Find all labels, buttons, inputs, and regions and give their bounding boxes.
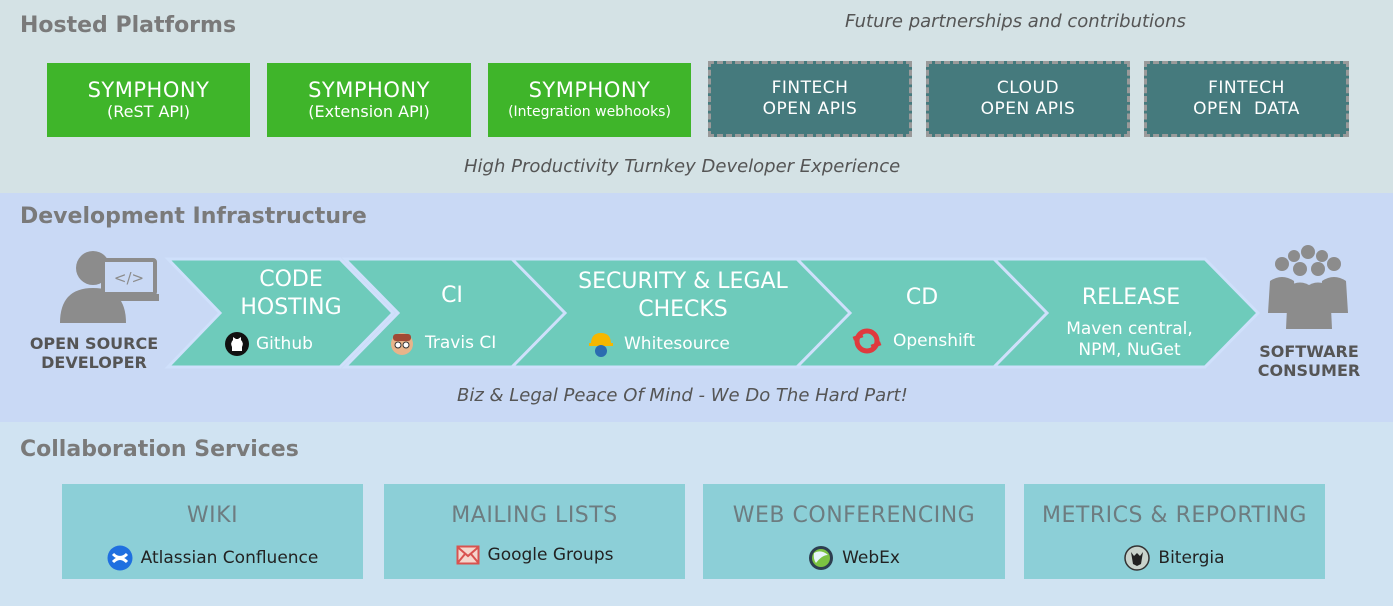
developer-label-line1: OPEN SOURCE: [29, 334, 159, 353]
travis-icon: [391, 333, 413, 355]
stage-title: CODE: [259, 267, 323, 292]
webex-icon: [809, 546, 834, 570]
metrics-reporting-card: METRICS & REPORTING Bitergia: [1024, 484, 1325, 579]
fintech-open-apis-box: FINTECH OPEN APIS: [708, 61, 912, 137]
box-line1: SYMPHONY: [528, 78, 651, 102]
open-source-developer-label: OPEN SOURCE DEVELOPER: [18, 334, 170, 372]
stage-tool-github: Github: [224, 331, 313, 357]
developer-icon: </>: [60, 251, 159, 323]
stage-ci: CI: [420, 282, 484, 310]
confluence-icon: [107, 545, 133, 571]
web-conferencing-card: WEB CONFERENCING WebEx: [703, 484, 1005, 579]
tool-label: Atlassian Confluence: [140, 548, 319, 568]
mail-icon: [456, 545, 480, 565]
box-line1: CLOUD: [996, 78, 1060, 98]
software-consumer-icon: [1268, 245, 1348, 329]
consumer-label-line2: CONSUMER: [1257, 361, 1361, 380]
hosted-platforms-title: Hosted Platforms: [20, 13, 237, 38]
symphony-extension-api-box: SYMPHONY (Extension API): [267, 63, 471, 137]
box-line1: SYMPHONY: [308, 78, 430, 102]
stage-cd: CD: [890, 284, 954, 312]
openshift-icon: [852, 328, 882, 354]
card-tool: WebEx: [703, 545, 1005, 571]
card-tool: Atlassian Confluence: [62, 545, 363, 571]
symphony-rest-api-box: SYMPHONY (ReST API): [47, 63, 250, 137]
tool-label: Github: [256, 334, 313, 354]
consumer-label-line1: SOFTWARE: [1259, 342, 1359, 361]
future-partnerships-note: Future partnerships and contributions: [845, 11, 1186, 32]
mailing-lists-card: MAILING LISTS Google Groups: [384, 484, 685, 579]
card-title: METRICS & REPORTING: [1042, 503, 1307, 528]
wiki-card: WIKI Atlassian Confluence: [62, 484, 363, 579]
stage-code-hosting: CODE HOSTING: [231, 266, 351, 322]
box-line2: OPEN APIS: [980, 99, 1076, 119]
box-line2: OPEN DATA: [1193, 99, 1300, 119]
tool-label: Openshift: [893, 331, 976, 351]
card-title: MAILING LISTS: [451, 503, 618, 528]
stage-title-2: HOSTING: [240, 295, 342, 320]
box-line2: OPEN APIS: [762, 99, 858, 119]
stage-security-legal: SECURITY & LEGAL CHECKS: [563, 268, 803, 324]
symphony-integration-webhooks-box: SYMPHONY (Integration webhooks): [488, 63, 691, 137]
developer-label-line2: DEVELOPER: [41, 353, 147, 372]
cloud-open-apis-box: CLOUD OPEN APIS: [926, 61, 1130, 137]
stage-tool-whitesource: Whitesource: [588, 330, 730, 358]
box-line1: FINTECH: [1208, 78, 1285, 98]
stage-title: CI: [441, 283, 463, 308]
release-target-line1: Maven central,: [1066, 319, 1193, 339]
release-target-line2: NPM, NuGet: [1078, 340, 1181, 360]
stage-tool-openshift: Openshift: [851, 326, 975, 356]
tool-label: Google Groups: [487, 545, 614, 565]
box-line2: (Extension API): [308, 102, 430, 121]
collaboration-services-title: Collaboration Services: [20, 437, 299, 462]
stage-tool-travis: Travis CI: [389, 330, 496, 356]
stage-title-2: CHECKS: [638, 297, 728, 322]
fintech-open-data-box: FINTECH OPEN DATA: [1144, 61, 1349, 137]
dev-tagline: Biz & Legal Peace Of Mind - We Do The Ha…: [457, 385, 908, 406]
card-title: WIKI: [186, 503, 239, 528]
chevron-release: [990, 257, 1261, 369]
hosted-tagline: High Productivity Turnkey Developer Expe…: [464, 156, 901, 177]
tool-label: Bitergia: [1158, 548, 1225, 568]
github-icon: [225, 332, 249, 356]
stage-title: SECURITY & LEGAL: [578, 269, 788, 294]
software-consumer-label: SOFTWARE CONSUMER: [1240, 342, 1378, 380]
box-line2: (ReST API): [106, 102, 191, 121]
chevron-code-hosting: [164, 257, 396, 369]
card-tool: Google Groups: [384, 545, 685, 565]
box-line1: SYMPHONY: [87, 78, 210, 102]
card-title: WEB CONFERENCING: [732, 503, 976, 528]
stage-title: CD: [905, 285, 939, 310]
tool-label: Whitesource: [624, 334, 730, 354]
stage-title: RELEASE: [1081, 285, 1181, 310]
svg-text:</>: </>: [114, 269, 144, 287]
stage-release: RELEASE: [1061, 284, 1201, 312]
stage-release-targets: Maven central, NPM, NuGet: [1057, 319, 1202, 361]
tool-label: Travis CI: [425, 333, 497, 353]
bitergia-icon: [1124, 545, 1151, 571]
box-line2: (Integration webhooks): [508, 104, 671, 120]
card-tool: Bitergia: [1024, 545, 1325, 571]
development-infrastructure-title: Development Infrastructure: [20, 204, 367, 229]
whitesource-icon: [589, 333, 613, 357]
box-line1: FINTECH: [771, 78, 849, 98]
tool-label: WebEx: [842, 548, 900, 568]
